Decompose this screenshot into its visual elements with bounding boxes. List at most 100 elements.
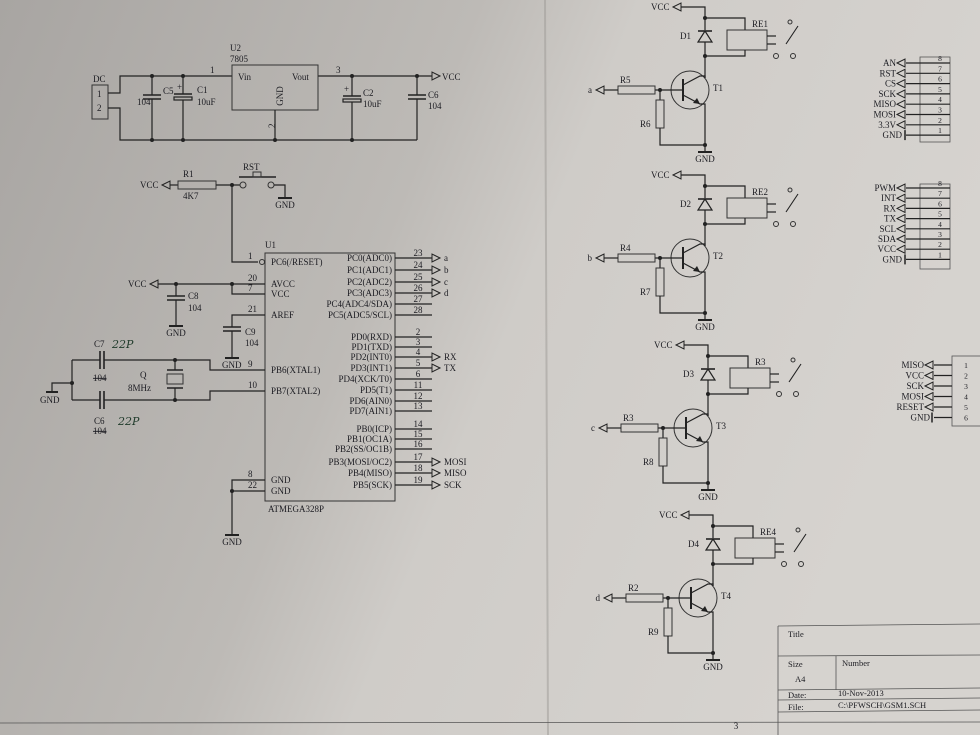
- left-pin-number: 1: [248, 251, 253, 261]
- wire: [659, 296, 705, 314]
- connector-pin-number: 3: [964, 382, 968, 391]
- mcu-net-label: c: [444, 277, 448, 287]
- relay-contact: [781, 561, 787, 567]
- relay-label: R3: [755, 357, 766, 367]
- wire: [231, 284, 240, 295]
- left-pin-number: 20: [248, 273, 258, 283]
- wire: [231, 479, 240, 535]
- port-arrow-icon: [923, 370, 934, 381]
- u1-label: U1: [265, 240, 276, 250]
- left-pin-name: AVCC: [271, 279, 295, 289]
- mcu-net-label: SCK: [444, 480, 462, 490]
- relay-contact: [795, 527, 801, 533]
- connector-pin-number: 6: [938, 199, 942, 208]
- wire: [705, 50, 746, 57]
- connector-pin-number: 6: [964, 414, 968, 423]
- relay-switch: [785, 25, 799, 45]
- number-label: Number: [842, 658, 870, 668]
- left-pin-name: PB7(XTAL2): [271, 386, 320, 396]
- c1-value: 10uF: [197, 97, 216, 107]
- relay-switch: [793, 533, 807, 553]
- title-block-line: [777, 623, 980, 627]
- port-arrow-icon: [431, 468, 442, 478]
- c2-label: C2: [363, 88, 374, 98]
- connector-pin-number: 5: [938, 210, 942, 219]
- mcu-net-label: MOSI: [444, 457, 467, 467]
- right-pin-number: 25: [414, 272, 424, 282]
- connector-body: [919, 183, 951, 270]
- port-arrow-icon: [895, 99, 906, 110]
- relay-coil: [726, 197, 768, 219]
- size-label: Size: [788, 659, 803, 669]
- crystal-value: 8MHz: [128, 383, 151, 393]
- port-arrow-icon: [431, 363, 442, 373]
- junction-dot: [230, 489, 234, 493]
- transistor-label: T1: [713, 83, 723, 93]
- port-arrow-icon: [431, 352, 442, 362]
- left-pin-number: 21: [248, 304, 257, 314]
- mcu-net-label: d: [444, 288, 449, 298]
- u2-pin-1: 1: [210, 65, 215, 75]
- right-pin-name: PC4(ADC4/SDA): [326, 299, 392, 309]
- u2-pin-2: 2: [267, 124, 277, 129]
- right-pin-number: 24: [414, 260, 424, 270]
- input-net-label: c: [591, 423, 595, 433]
- wire: [705, 218, 746, 225]
- base-resistor-label: R2: [628, 583, 639, 593]
- wire: [104, 390, 240, 401]
- vin-wire: [108, 75, 232, 94]
- connector-net-label: TX: [884, 214, 896, 224]
- date-label: Date:: [788, 690, 806, 700]
- title-block-line: [777, 709, 980, 713]
- connector-body: [951, 355, 980, 427]
- relay-vcc-label: VCC: [651, 2, 670, 12]
- port-arrow-icon: [431, 457, 442, 467]
- ground-label: GND: [275, 200, 295, 210]
- c6-struck-value: 104: [93, 426, 107, 436]
- junction-dot: [415, 74, 419, 78]
- junction-dot: [706, 481, 710, 485]
- port-arrow-icon: [923, 402, 934, 412]
- right-pin-number: 13: [414, 401, 424, 411]
- relay-contact: [790, 357, 796, 363]
- port-arrow-icon: [895, 68, 906, 79]
- right-pin-number: 16: [414, 439, 424, 449]
- c8-value: 104: [188, 303, 202, 313]
- base-resistor-label: R4: [620, 243, 631, 253]
- connector-net-label: GND: [911, 413, 931, 423]
- junction-dot: [706, 392, 710, 396]
- junction-dot: [711, 651, 715, 655]
- wire: [682, 94, 706, 152]
- connector-net-label: GND: [883, 130, 903, 140]
- port-arrow-icon: [895, 119, 906, 130]
- left-pin-number: 9: [248, 359, 253, 369]
- title-block-line: [777, 697, 980, 701]
- wire: [689, 514, 714, 538]
- c2-value: 10uF: [363, 99, 382, 109]
- connector-net-label: RX: [883, 203, 896, 213]
- u2-gnd-pin: GND: [275, 86, 285, 106]
- port-arrow-icon: [895, 78, 906, 89]
- base-resistor-label: R3: [623, 413, 634, 423]
- junction-dot: [350, 138, 354, 142]
- page-fold: [544, 0, 549, 735]
- right-pin-number: 14: [414, 419, 424, 429]
- port-arrow-icon: [431, 480, 442, 490]
- connector-net-label: 3.3V: [878, 120, 896, 130]
- emitter-arrow-icon: [693, 98, 700, 104]
- connector-pin-number: 6: [938, 75, 942, 84]
- date-value: 10-Nov-2013: [838, 688, 884, 698]
- vcc-port-label: VCC: [442, 72, 461, 82]
- port-arrow-icon: [895, 193, 906, 204]
- port-arrow-icon: [895, 58, 906, 68]
- connector-pin-number: 5: [938, 85, 942, 94]
- connector-net-label: GND: [883, 254, 903, 264]
- right-pin-name: PD7(AIN1): [350, 406, 393, 416]
- connector-pin-number: 7: [938, 189, 942, 198]
- relay-contact: [776, 391, 782, 397]
- right-pin-name: PD0(RXD): [351, 332, 392, 342]
- connector-pin-number: 8: [938, 54, 942, 63]
